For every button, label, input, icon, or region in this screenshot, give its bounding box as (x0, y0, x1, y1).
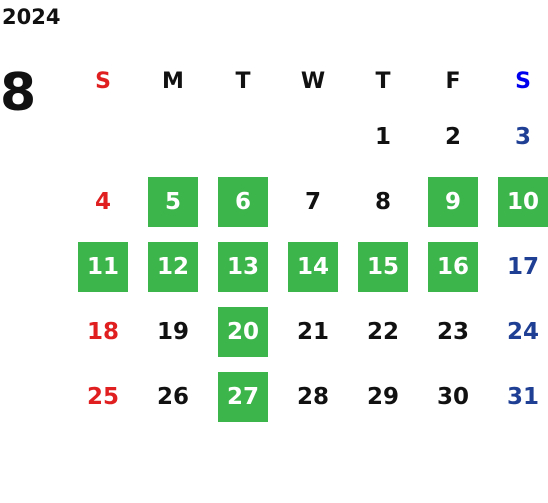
day-cell: 8 (348, 169, 418, 234)
weekday-header-monday: M (162, 68, 184, 94)
day-number: 21 (296, 318, 329, 345)
day-cell: 16 (418, 234, 488, 299)
day-number: 30 (436, 383, 469, 410)
weekday-header-sunday: S (95, 68, 111, 94)
day-number: 24 (506, 318, 539, 345)
highlighted-day-number: 11 (78, 241, 128, 292)
day-cell: 2 (418, 104, 488, 169)
day-cell: 23 (418, 299, 488, 364)
day-number: 26 (156, 383, 189, 410)
day-number: 1 (374, 123, 391, 150)
highlighted-day-number: 9 (428, 176, 478, 227)
weekday-header-wednesday: W (300, 68, 326, 94)
day-cell: 5 (138, 169, 208, 234)
day-cell: 22 (348, 299, 418, 364)
day-cell: 27 (208, 364, 278, 429)
day-cell: 18 (68, 299, 138, 364)
highlighted-day-number: 6 (218, 176, 268, 227)
day-cell: 3 (488, 104, 548, 169)
weekday-header-thursday: T (375, 68, 391, 94)
highlighted-day-number: 20 (218, 306, 268, 357)
highlighted-day-number: 13 (218, 241, 268, 292)
day-number (288, 112, 338, 162)
day-cell: 24 (488, 299, 548, 364)
day-cell: 25 (68, 364, 138, 429)
day-cell: 4 (68, 169, 138, 234)
highlighted-day-number: 5 (148, 176, 198, 227)
day-number: 3 (514, 123, 531, 150)
day-cell: 20 (208, 299, 278, 364)
highlighted-day-number: 16 (428, 241, 478, 292)
day-number: 17 (506, 253, 539, 280)
day-number: 4 (94, 188, 111, 215)
day-number: 23 (436, 318, 469, 345)
day-cell: 19 (138, 299, 208, 364)
day-cell: 10 (488, 169, 548, 234)
day-cell: 6 (208, 169, 278, 234)
day-number: 29 (366, 383, 399, 410)
day-number: 25 (86, 383, 119, 410)
day-number (78, 112, 128, 162)
weekday-header-saturday: S (515, 68, 531, 94)
day-cell: 14 (278, 234, 348, 299)
day-number: 8 (374, 188, 391, 215)
day-cell: 15 (348, 234, 418, 299)
day-number: 18 (86, 318, 119, 345)
highlighted-day-number: 15 (358, 241, 408, 292)
weekday-header-friday: F (445, 68, 461, 94)
day-number: 22 (366, 318, 399, 345)
empty-day-cell (278, 104, 348, 169)
day-cell: 9 (418, 169, 488, 234)
highlighted-day-number: 12 (148, 241, 198, 292)
day-cell: 30 (418, 364, 488, 429)
day-number: 7 (304, 188, 321, 215)
empty-day-cell (68, 104, 138, 169)
day-cell: 1 (348, 104, 418, 169)
day-cell: 12 (138, 234, 208, 299)
highlighted-day-number: 27 (218, 371, 268, 422)
day-cell: 21 (278, 299, 348, 364)
day-number: 31 (506, 383, 539, 410)
year-label: 2024 (2, 5, 61, 29)
day-number (218, 112, 268, 162)
month-label: 8 (0, 63, 37, 123)
day-number (148, 112, 198, 162)
day-cell: 28 (278, 364, 348, 429)
highlighted-day-number: 10 (498, 176, 548, 227)
day-cell: 17 (488, 234, 548, 299)
day-cell: 11 (68, 234, 138, 299)
highlighted-day-number: 14 (288, 241, 338, 292)
day-cell: 26 (138, 364, 208, 429)
day-cell: 29 (348, 364, 418, 429)
empty-day-cell (138, 104, 208, 169)
day-cell: 31 (488, 364, 548, 429)
day-number: 19 (156, 318, 189, 345)
weekday-header-tuesday: T (235, 68, 251, 94)
day-number: 2 (444, 123, 461, 150)
empty-day-cell (208, 104, 278, 169)
day-cell: 13 (208, 234, 278, 299)
day-cell: 7 (278, 169, 348, 234)
day-number: 28 (296, 383, 329, 410)
